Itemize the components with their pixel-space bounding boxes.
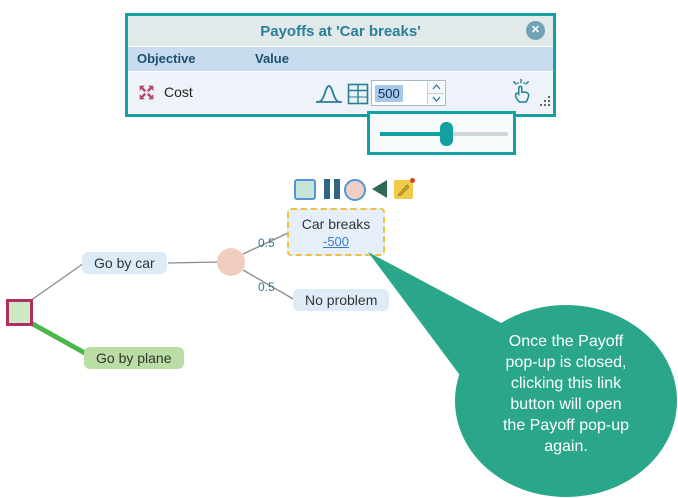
- table-icon[interactable]: [347, 82, 369, 111]
- branch-label-go-by-plane[interactable]: Go by plane: [84, 347, 184, 369]
- slider-track[interactable]: [380, 122, 508, 146]
- probability-label-top: 0.5: [258, 236, 275, 250]
- column-objective: Objective: [137, 51, 196, 66]
- node-label: Car breaks: [301, 215, 371, 232]
- popup-title: Payoffs at 'Car breaks': [260, 22, 421, 40]
- payoff-value-input[interactable]: 500: [371, 80, 446, 106]
- callout-text: Once the Payoff pop-up is closed, clicki…: [502, 333, 630, 455]
- slider-fill: [380, 132, 446, 136]
- spinner-down-icon[interactable]: [428, 92, 444, 105]
- chance-node[interactable]: [217, 248, 245, 276]
- decision-root-node[interactable]: [6, 299, 33, 326]
- chance-circle-icon[interactable]: [344, 179, 366, 201]
- probability-label-bottom: 0.5: [258, 280, 275, 294]
- node-car-breaks-selected[interactable]: Car breaks -500: [287, 208, 385, 256]
- close-icon[interactable]: ✕: [526, 21, 545, 40]
- branch-label-go-by-car[interactable]: Go by car: [82, 252, 167, 274]
- payoff-slider-popup: [367, 111, 516, 155]
- column-value: Value: [255, 51, 289, 66]
- popup-column-header: Objective Value: [128, 47, 553, 72]
- decision-square-icon[interactable]: [294, 179, 316, 200]
- note-alert-dot: [410, 178, 415, 183]
- bubble-body: [455, 305, 677, 497]
- value-spinner: [427, 82, 444, 104]
- resize-grip[interactable]: [538, 94, 551, 112]
- edge-chance-carbreaks: [242, 232, 289, 255]
- payoff-value: 500: [375, 84, 403, 102]
- edge-root-plane-selected: [29, 320, 94, 360]
- payoff-popup: Payoffs at 'Car breaks' ✕ Objective Valu…: [125, 13, 556, 117]
- edge-chance-noproblem: [242, 269, 296, 301]
- collapse-triangle-icon[interactable]: [372, 180, 387, 198]
- collapse-arrows-icon: [137, 83, 156, 107]
- bubble-tail: [368, 252, 505, 378]
- edge-root-car: [29, 262, 85, 302]
- edge-car-chance: [167, 261, 220, 264]
- node-no-problem[interactable]: No problem: [293, 289, 390, 311]
- popup-header: Payoffs at 'Car breaks' ✕: [128, 16, 553, 47]
- spinner-up-icon[interactable]: [428, 82, 444, 93]
- edit-note-icon[interactable]: [394, 178, 415, 199]
- payoff-link-button[interactable]: -500: [322, 233, 350, 249]
- objective-name: Cost: [164, 84, 193, 100]
- click-hand-icon[interactable]: [509, 78, 533, 110]
- pencil-glyph: [397, 184, 410, 197]
- pause-bars-icon[interactable]: [324, 179, 340, 199]
- slider-thumb[interactable]: [440, 122, 453, 146]
- payoff-row: Cost 500: [128, 72, 553, 113]
- distribution-curve-icon[interactable]: [314, 82, 344, 111]
